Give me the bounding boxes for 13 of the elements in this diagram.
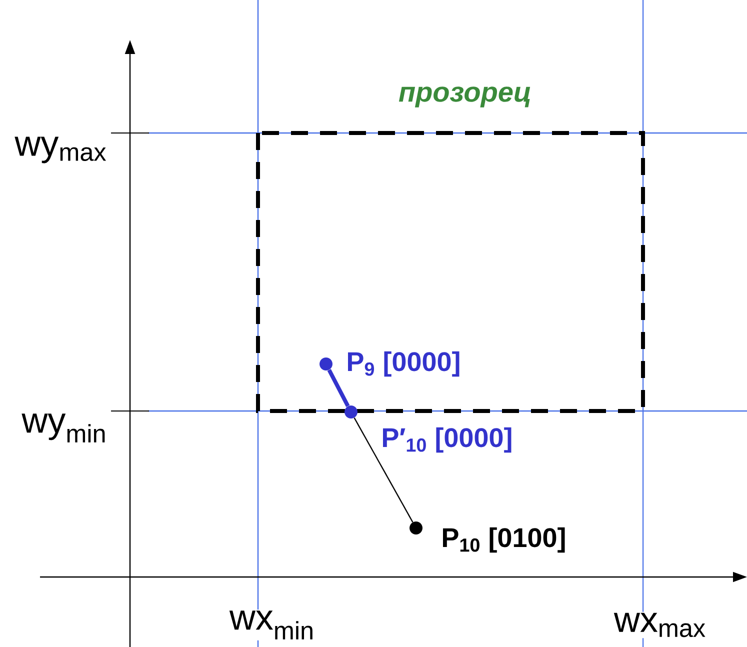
axis-label: wy$_{min}$ <box>20 412 108 444</box>
axis-label: wx$_{max}$ <box>612 612 708 638</box>
point <box>344 406 358 418</box>
point-label: P$_{10}$ [0100] <box>443 527 565 553</box>
label: прозорец <box>397 86 533 108</box>
point-label: P$_{9}$ [0000] <box>348 351 460 377</box>
axis-label: wx$_{min}$ <box>228 610 316 640</box>
point <box>410 522 422 534</box>
point-label: P′$_{10}$ [0000] <box>383 427 512 453</box>
point <box>320 358 332 370</box>
line-segment <box>354 418 414 522</box>
line-segment <box>327 369 350 407</box>
axis-label: wy$_{max}$ <box>14 136 108 164</box>
